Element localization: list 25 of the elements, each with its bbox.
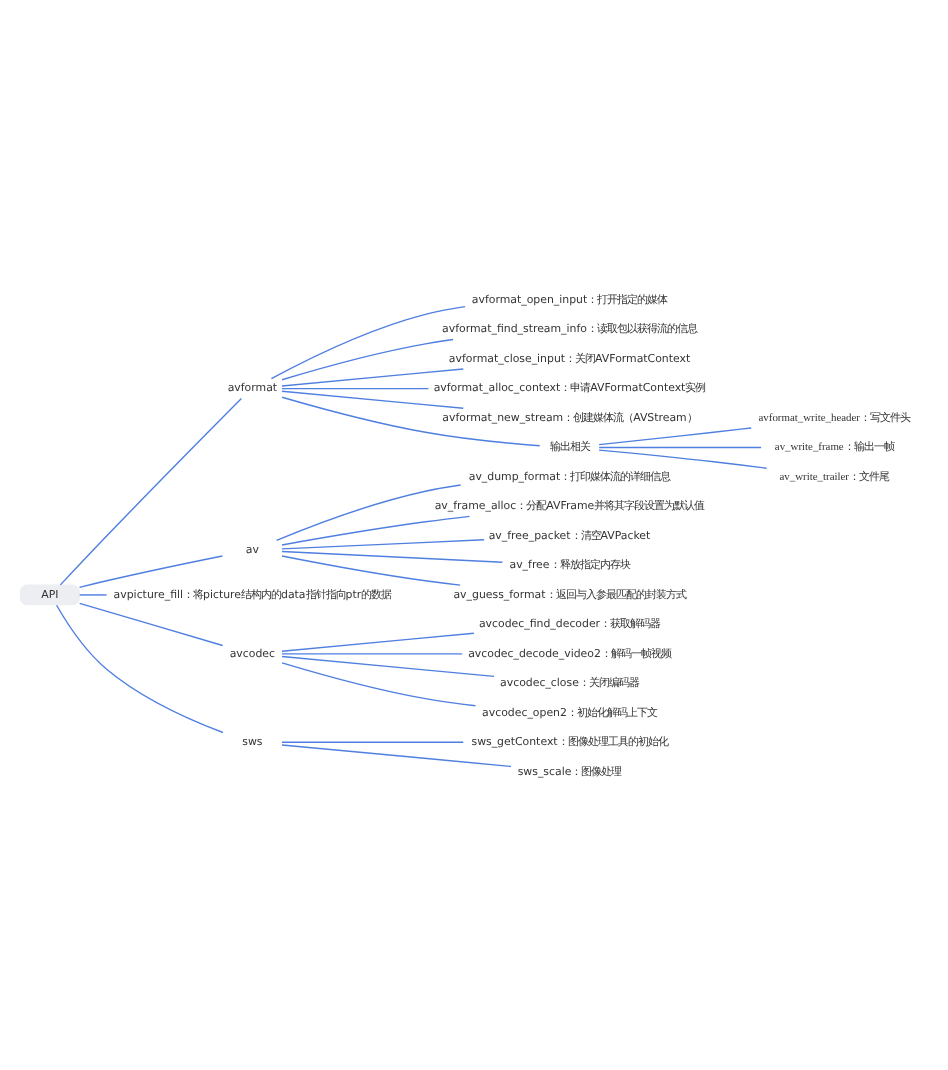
connector — [281, 514, 471, 545]
connector — [78, 554, 224, 588]
connector — [281, 661, 477, 706]
connector — [281, 554, 461, 585]
connector — [270, 304, 466, 379]
connector — [281, 337, 454, 380]
connector — [598, 445, 762, 448]
connector — [78, 601, 224, 646]
connector — [281, 743, 512, 767]
connector — [281, 652, 463, 654]
connector — [598, 426, 752, 445]
connector — [281, 654, 495, 677]
connector — [281, 740, 464, 743]
connector — [281, 549, 504, 562]
connector — [281, 389, 464, 408]
connector — [281, 631, 475, 651]
connector — [281, 367, 464, 386]
connector — [281, 386, 430, 389]
connector — [55, 603, 224, 733]
connector — [78, 593, 108, 595]
connector — [59, 396, 243, 585]
connector — [281, 538, 485, 549]
connector — [275, 483, 462, 541]
connector — [281, 395, 541, 446]
connector — [598, 448, 768, 468]
